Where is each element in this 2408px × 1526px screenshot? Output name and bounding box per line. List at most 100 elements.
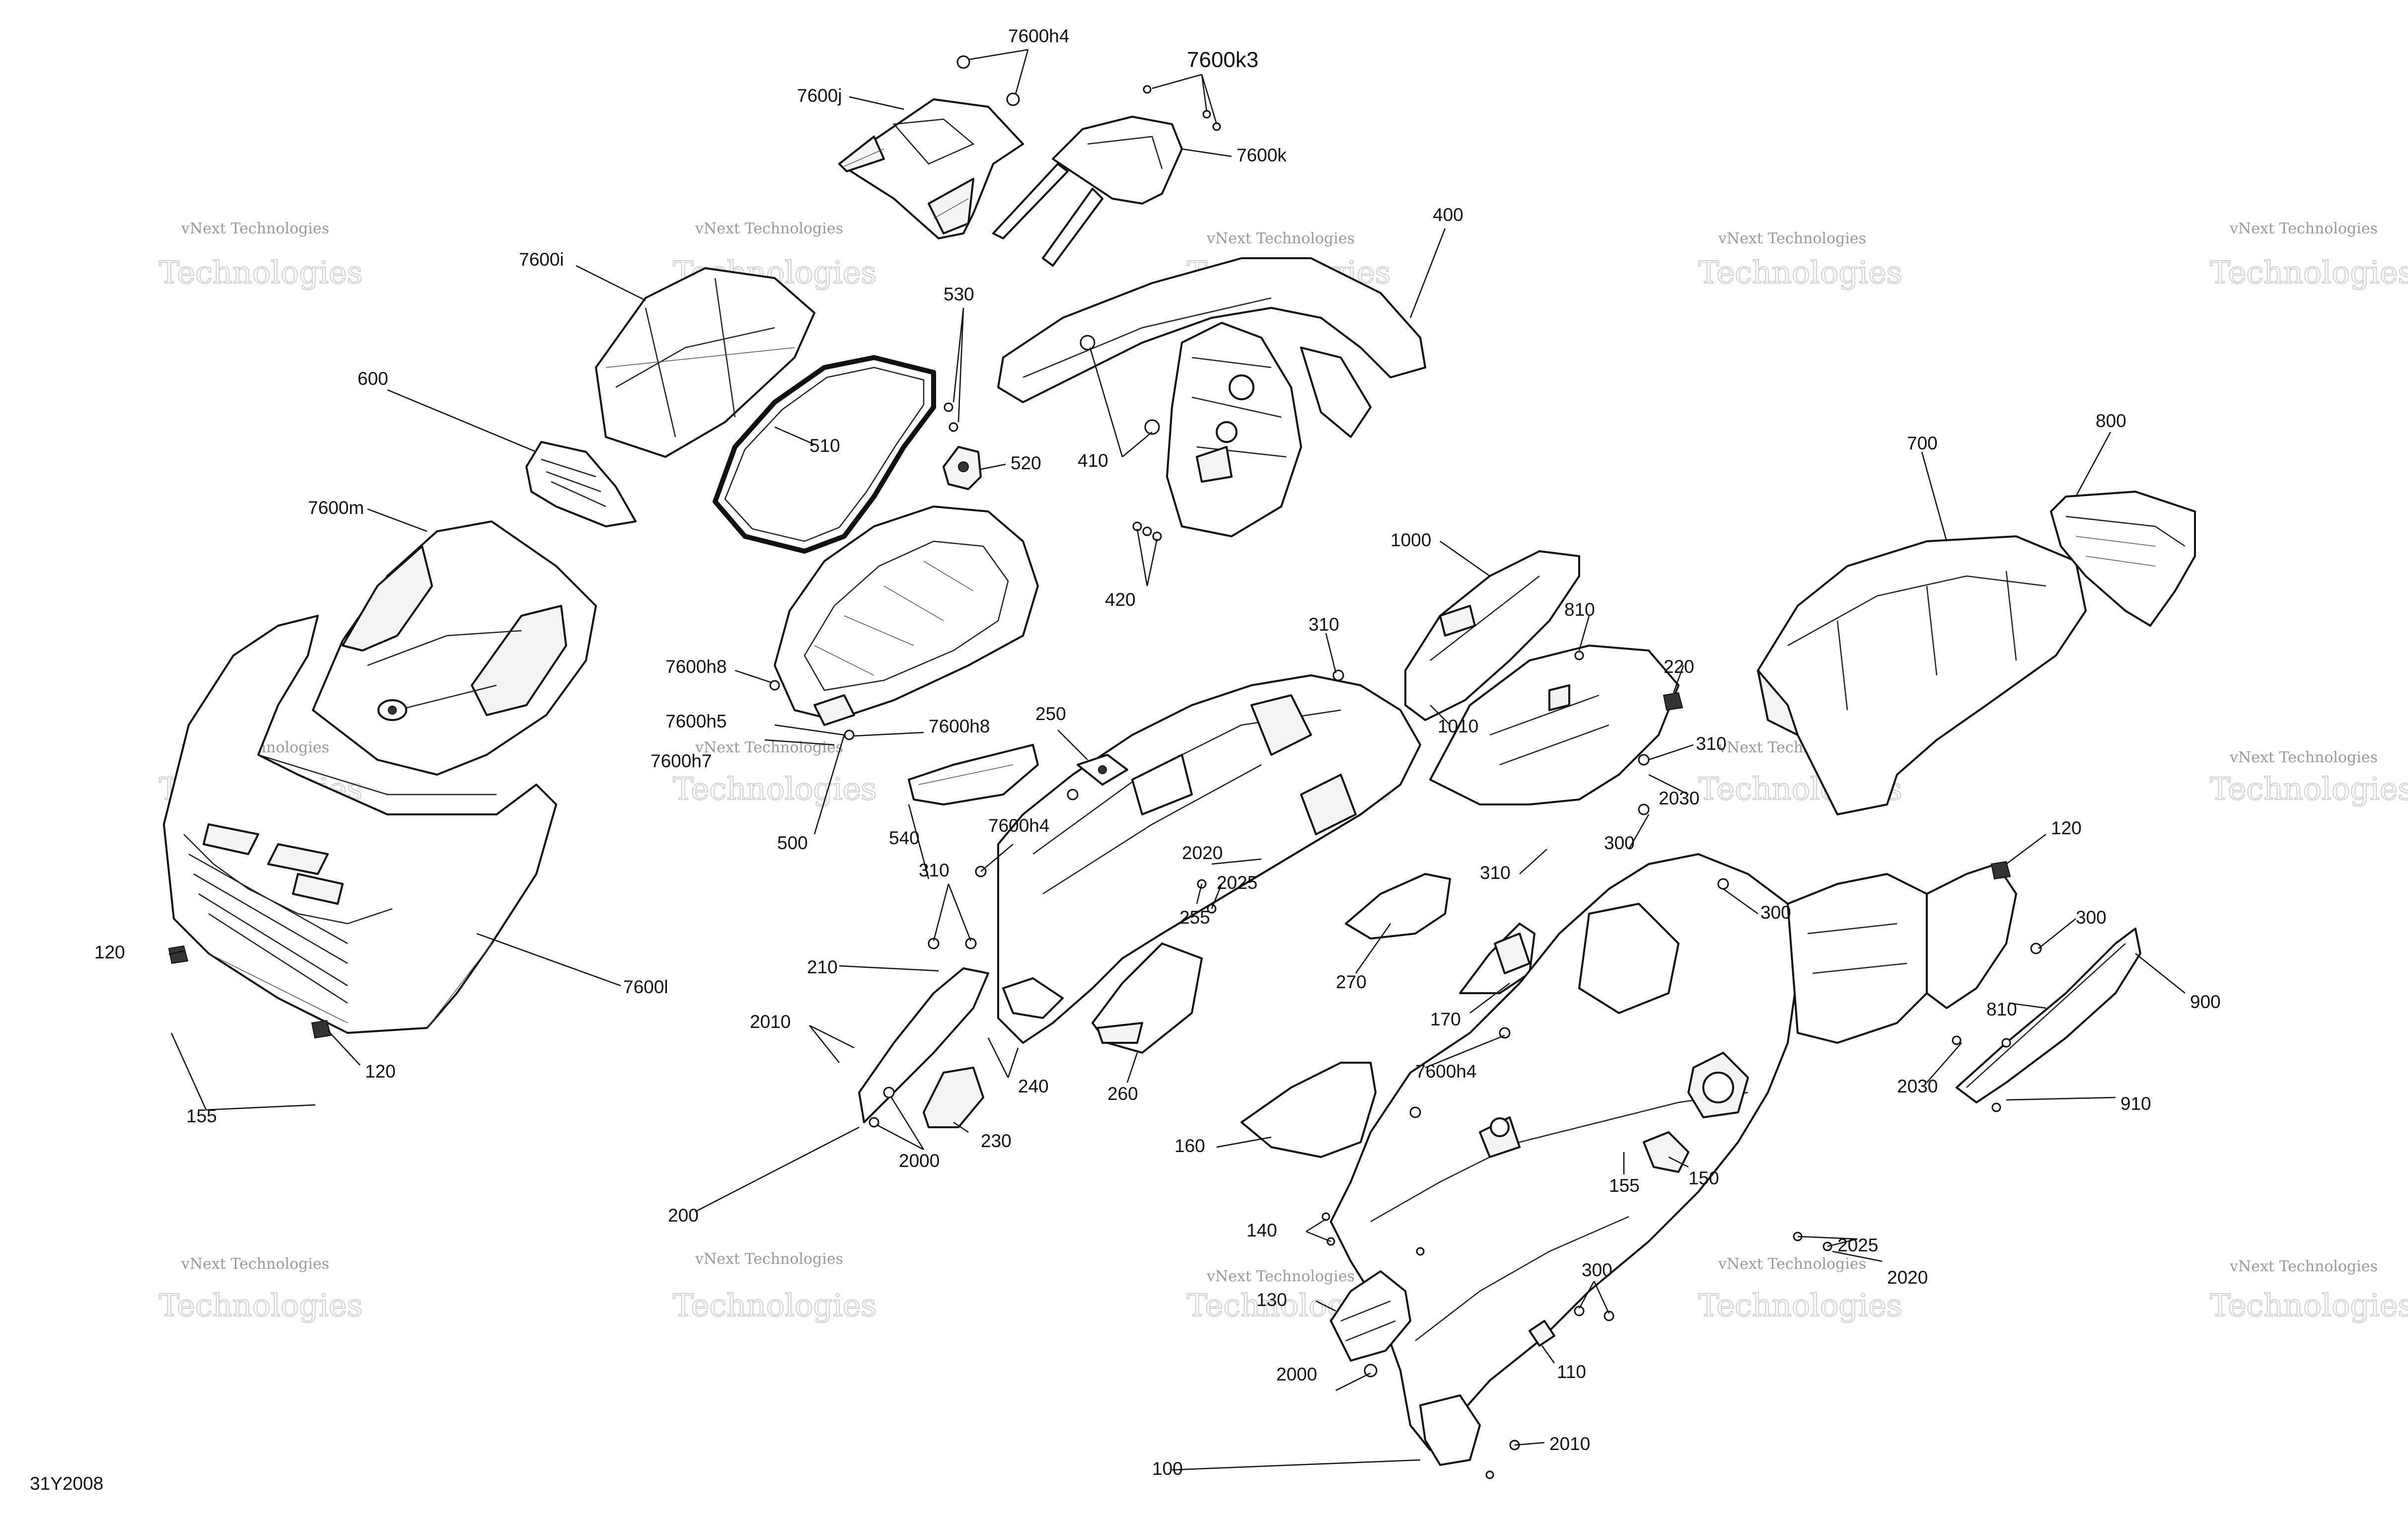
svg-text:Technologies: Technologies: [159, 1287, 363, 1323]
part-7600l-fascia: [163, 615, 557, 1034]
callout-420: 420: [1105, 589, 1136, 610]
callout-400: 400: [1433, 205, 1463, 225]
callout-530: 530: [944, 284, 974, 304]
svg-text:vNext Technologies: vNext Technologies: [181, 220, 329, 237]
callout-2020-a: 2020: [1182, 843, 1223, 863]
fastener: [1142, 526, 1152, 536]
callout-300-d: 300: [1582, 1260, 1612, 1280]
fastener: [1321, 1212, 1330, 1221]
part-800-pad: [2050, 491, 2196, 627]
fastener: [1499, 1027, 1511, 1039]
callout-7600l: 7600l: [623, 977, 668, 997]
fastener: [883, 1087, 895, 1098]
fastener: [769, 680, 780, 691]
callout-520: 520: [1011, 453, 1041, 473]
fastener: [956, 55, 970, 69]
callout-150: 150: [1688, 1168, 1719, 1188]
fastener: [1144, 419, 1160, 435]
callout-130: 130: [1256, 1290, 1287, 1310]
fastener: [1202, 110, 1211, 119]
part-520-latch: [943, 446, 982, 490]
callout-230: 230: [981, 1131, 1012, 1151]
fastener: [2030, 943, 2042, 954]
fastener: [1574, 1306, 1585, 1316]
callout-2025-a: 2025: [1217, 872, 1257, 893]
watermark: Technologies vNext Technologies: [158, 1255, 363, 1324]
callout-310-c: 310: [1480, 863, 1511, 883]
part-110-clip: [1529, 1320, 1555, 1347]
callout-300-a: 300: [1604, 833, 1635, 853]
callout-170: 170: [1430, 1009, 1461, 1029]
callout-7600j: 7600j: [797, 85, 842, 106]
svg-text:vNext Technologies: vNext Technologies: [1206, 230, 1355, 247]
part-700-seat: [1757, 535, 2087, 815]
part-270-pad: [1345, 873, 1451, 940]
callout-110: 110: [1557, 1362, 1586, 1382]
fastener: [2001, 1038, 2011, 1048]
callout-120-b: 120: [365, 1061, 396, 1082]
leader-lines: [168, 49, 2186, 1471]
callout-7600m: 7600m: [308, 498, 364, 518]
part-230-clip: [923, 1067, 984, 1128]
callout-155-l: 155: [186, 1106, 217, 1126]
fastener: [949, 422, 958, 432]
part-900-trim: [1956, 928, 2141, 1103]
diagram-code: 31Y2008: [30, 1473, 103, 1494]
svg-text:vNext Technologies: vNext Technologies: [695, 1250, 843, 1268]
fastener: [869, 1117, 879, 1128]
svg-text:vNext Technologies: vNext Technologies: [1206, 1268, 1355, 1285]
callout-7600h8-b: 7600h8: [929, 716, 990, 736]
callout-700: 700: [1907, 433, 1938, 453]
callout-2030-b: 2030: [1897, 1076, 1938, 1096]
part-400-fender: [997, 257, 1426, 537]
callout-800: 800: [2096, 411, 2126, 431]
part-220-clip: [1663, 692, 1683, 711]
svg-text:vNext Technologies: vNext Technologies: [181, 1255, 329, 1273]
callout-900: 900: [2190, 992, 2221, 1012]
fastener: [1574, 651, 1584, 660]
part-1000-panel: [1404, 550, 1580, 721]
svg-text:Technologies: Technologies: [2210, 1287, 2408, 1323]
callout-7600h4-mid: 7600h4: [988, 815, 1049, 836]
svg-text:vNext Technologies: vNext Technologies: [695, 739, 843, 756]
callout-300-c: 300: [2076, 907, 2107, 928]
callout-260: 260: [1107, 1084, 1138, 1104]
callout-600: 600: [358, 368, 388, 389]
svg-text:Technologies: Technologies: [673, 1287, 876, 1323]
svg-text:Technologies: Technologies: [2210, 254, 2408, 291]
part-120-clip-right: [1990, 861, 2011, 880]
part-7600m-top-cover: [312, 520, 597, 776]
part-120-clip-left: [168, 945, 189, 964]
callout-1010: 1010: [1438, 716, 1478, 736]
fastener: [1080, 335, 1095, 351]
fastener: [928, 938, 940, 949]
part-100-body: [1330, 853, 2017, 1466]
callout-155-r: 155: [1609, 1175, 1640, 1196]
callout-2010-a: 2010: [750, 1012, 791, 1032]
fastener: [1604, 1310, 1614, 1321]
part-200-frame: [858, 674, 1421, 1123]
part-260-pad: [1092, 943, 1203, 1054]
callout-140: 140: [1246, 1220, 1277, 1240]
fastener: [1952, 1035, 1962, 1045]
callout-270: 270: [1336, 972, 1367, 992]
part-130-bracket: [1330, 1270, 1411, 1362]
callout-500: 500: [777, 833, 808, 853]
callout-540: 540: [889, 828, 920, 848]
fastener: [1638, 803, 1650, 815]
fastener: [1638, 754, 1650, 766]
callout-120-l: 120: [94, 942, 125, 962]
callout-2000-a: 2000: [899, 1151, 940, 1171]
callout-7600h8-a: 7600h8: [665, 656, 727, 677]
callout-510: 510: [809, 436, 840, 456]
callout-810-a: 810: [1564, 599, 1595, 620]
callout-240: 240: [1018, 1076, 1049, 1096]
callout-200: 200: [668, 1205, 699, 1226]
callout-810-b: 810: [1986, 999, 2017, 1019]
svg-text:vNext Technologies: vNext Technologies: [695, 220, 843, 237]
callout-7600h4-low: 7600h4: [1415, 1061, 1476, 1082]
